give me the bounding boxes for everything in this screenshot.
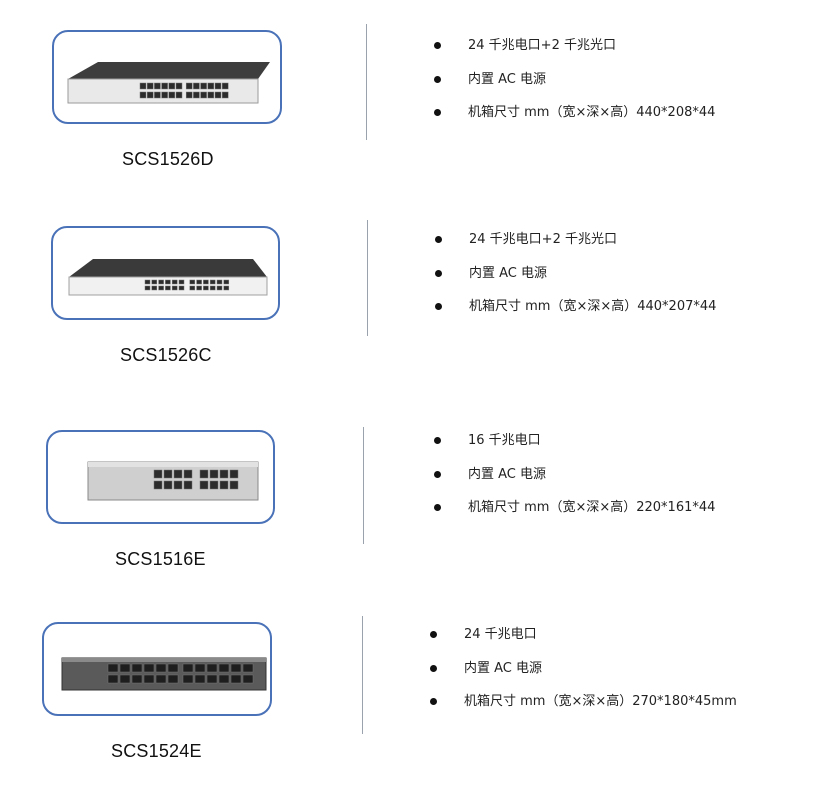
bullet-icon <box>430 664 437 672</box>
spec-list: 24 千兆电口+2 千兆光口 内置 AC 电源 机箱尺寸 mm（宽×深×高）44… <box>434 38 715 139</box>
spec-item: 内置 AC 电源 <box>430 661 737 695</box>
bullet-icon <box>434 42 441 49</box>
bullet-icon <box>430 631 437 638</box>
product-image-frame <box>42 622 272 716</box>
spec-item: 内置 AC 电源 <box>434 467 715 501</box>
product-image-frame <box>52 30 282 124</box>
rack-switch-24-port-image <box>67 62 270 104</box>
product-image-frame <box>51 226 280 320</box>
divider <box>362 616 363 734</box>
spec-item: 内置 AC 电源 <box>434 72 715 106</box>
product-model-name: SCS1516E <box>115 549 206 569</box>
bullet-icon <box>434 470 441 478</box>
product-model-name: SCS1524E <box>111 741 202 761</box>
rack-switch-24-port-image <box>68 259 268 296</box>
spec-item: 内置 AC 电源 <box>435 266 716 300</box>
bullet-icon <box>435 303 442 310</box>
bullet-icon <box>430 698 437 705</box>
product-card-4: SCS1524E 24 千兆电口 内置 AC 电源 机箱尺寸 mm（宽×深×高）… <box>0 596 835 786</box>
product-card-2: SCS1526C 24 千兆电口+2 千兆光口 内置 AC 电源 机箱尺寸 mm… <box>0 195 835 385</box>
divider <box>363 427 364 544</box>
product-card-3: SCS1516E 16 千兆电口 内置 AC 电源 机箱尺寸 mm（宽×深×高）… <box>0 402 835 592</box>
spec-list: 24 千兆电口 内置 AC 电源 机箱尺寸 mm（宽×深×高）270*180*4… <box>430 627 737 728</box>
bullet-icon <box>434 437 441 444</box>
product-model-name: SCS1526C <box>120 345 212 365</box>
spec-item: 24 千兆电口 <box>430 627 737 661</box>
spec-list: 16 千兆电口 内置 AC 电源 机箱尺寸 mm（宽×深×高）220*161*4… <box>434 433 715 534</box>
desktop-switch-24-port-image <box>61 657 267 691</box>
desktop-switch-16-port-image <box>87 461 259 501</box>
divider <box>367 220 368 336</box>
divider <box>366 24 367 140</box>
spec-item: 机箱尺寸 mm（宽×深×高）440*208*44 <box>434 105 715 139</box>
bullet-icon <box>434 75 441 83</box>
spec-item: 16 千兆电口 <box>434 433 715 467</box>
bullet-icon <box>434 109 441 116</box>
bullet-icon <box>435 269 442 277</box>
product-image-frame <box>46 430 275 524</box>
product-model-name: SCS1526D <box>122 149 214 169</box>
bullet-icon <box>434 504 441 511</box>
spec-item: 24 千兆电口+2 千兆光口 <box>435 232 716 266</box>
spec-item: 机箱尺寸 mm（宽×深×高）440*207*44 <box>435 299 716 333</box>
spec-item: 机箱尺寸 mm（宽×深×高）270*180*45mm <box>430 694 737 728</box>
bullet-icon <box>435 236 442 243</box>
spec-list: 24 千兆电口+2 千兆光口 内置 AC 电源 机箱尺寸 mm（宽×深×高）44… <box>435 232 716 333</box>
spec-item: 24 千兆电口+2 千兆光口 <box>434 38 715 72</box>
spec-item: 机箱尺寸 mm（宽×深×高）220*161*44 <box>434 500 715 534</box>
product-card-1: SCS1526D 24 千兆电口+2 千兆光口 内置 AC 电源 机箱尺寸 mm… <box>0 0 835 190</box>
